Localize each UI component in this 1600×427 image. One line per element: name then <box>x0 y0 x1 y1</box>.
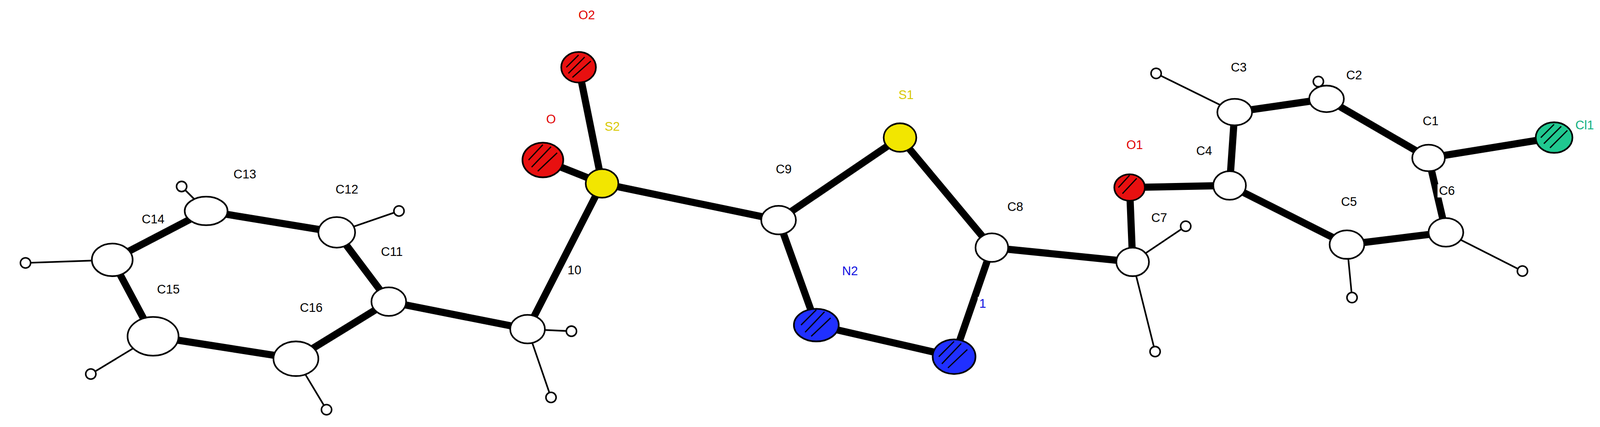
atom-label: C3 <box>1229 60 1249 74</box>
atom-label: C16 <box>298 301 325 315</box>
atom-label: S2 <box>603 119 622 134</box>
atom-label: 10 <box>566 263 583 277</box>
atom-label: C12 <box>334 183 361 197</box>
octant-shading <box>528 55 1568 368</box>
atom-label: C7 <box>1150 211 1169 225</box>
hetero-atoms <box>522 51 1573 374</box>
atom-label: N2 <box>840 264 860 278</box>
bonds <box>112 67 1555 359</box>
atom-label: C15 <box>155 283 182 297</box>
atom-label: C6 <box>1437 183 1457 198</box>
atom-label: C11 <box>379 244 405 259</box>
atom-label: C1 <box>1421 114 1440 128</box>
atom-label: 1 <box>977 297 988 311</box>
hydrogen-bonds <box>25 73 1523 410</box>
atom-label: Cl1 <box>1573 118 1596 133</box>
atom-label: C9 <box>774 162 794 176</box>
atom-label: C8 <box>1005 200 1025 214</box>
atom-label: O2 <box>577 8 597 23</box>
atom-label: C4 <box>1194 144 1214 158</box>
atom-label: O1 <box>1125 138 1145 152</box>
atom-label: C5 <box>1339 194 1359 209</box>
carbon-atoms <box>91 85 1464 377</box>
atom-label: O <box>544 112 558 126</box>
atom-label: C2 <box>1344 68 1364 83</box>
atom-label: S1 <box>897 88 916 102</box>
hydrogen-atoms <box>20 68 1528 415</box>
atom-label: C13 <box>232 167 258 181</box>
atom-label: C14 <box>140 212 167 226</box>
